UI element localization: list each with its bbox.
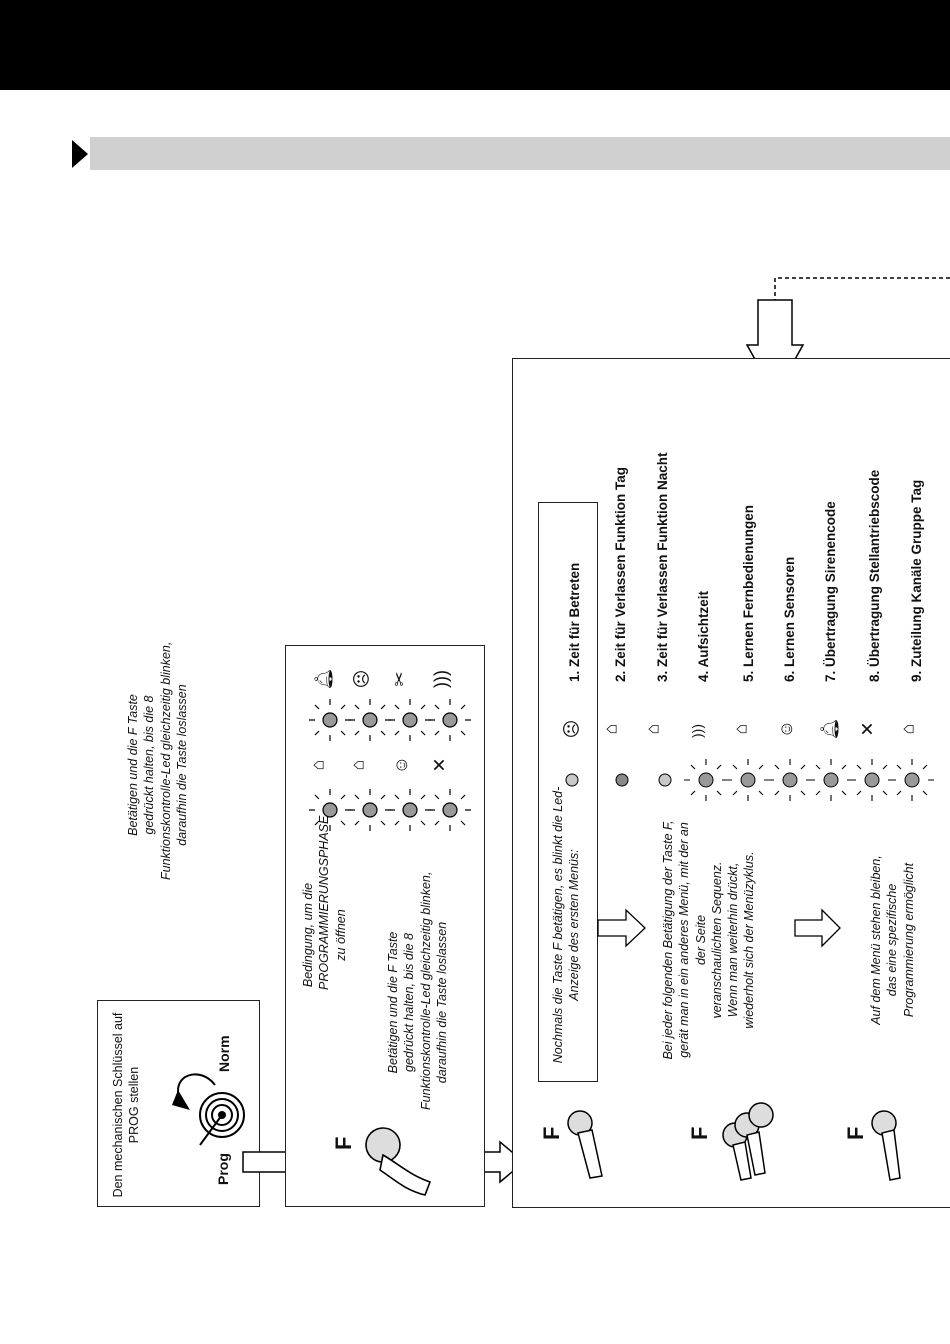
menu-item-7: 7. Übertragung Sirenencode: [823, 501, 838, 682]
menu-item-5: 5. Lernen Fernbedienungen: [741, 504, 756, 682]
section-marker-icon: [72, 140, 88, 168]
menu-item-3: 3. Zeit für Verlassen Funktion Nacht: [655, 452, 670, 682]
section-title-bar: [90, 137, 950, 170]
house-night-icon: ⌂: [642, 723, 663, 735]
house-remote-icon: ⌂: [730, 723, 751, 735]
cross-icon: ✕: [857, 721, 878, 737]
bell-icon: 🔔︎: [819, 717, 840, 741]
finger-repeat-icon: [722, 1102, 774, 1181]
step2-led-grid: [309, 699, 471, 831]
menu-item-8: 8. Übertragung Stellantriebscode: [867, 469, 882, 682]
finger-press-icon: [365, 1127, 432, 1196]
sound-waves-icon: ))): [689, 724, 705, 738]
menu-item-2: 2. Zeit für Verlassen Funktion Tag: [613, 466, 628, 682]
first-menu-note-box: [538, 502, 598, 1082]
smile-face-icon: ☺: [776, 719, 797, 739]
menu-item-6: 6. Lernen Sensoren: [782, 556, 797, 682]
house-day-icon: ⌂: [600, 723, 621, 735]
menu-item-9: 9. Zuteilung Kanäle Gruppe Tag: [909, 479, 924, 682]
top-header-bar: [0, 0, 950, 90]
sad-face-icon: ☹: [561, 719, 582, 739]
menu-item-4: 4. Aufsichtzeit: [696, 590, 711, 682]
house-group-icon: ⌂: [897, 723, 918, 735]
menu-led-column: [565, 759, 934, 801]
menu-item-1: 1. Zeit für Betreten: [567, 562, 582, 682]
finger-press-icon-1: [567, 1110, 603, 1179]
key-switch-icon: [172, 1073, 245, 1146]
step2-box: [285, 645, 485, 1207]
finger-press-icon-3: [871, 1110, 901, 1181]
